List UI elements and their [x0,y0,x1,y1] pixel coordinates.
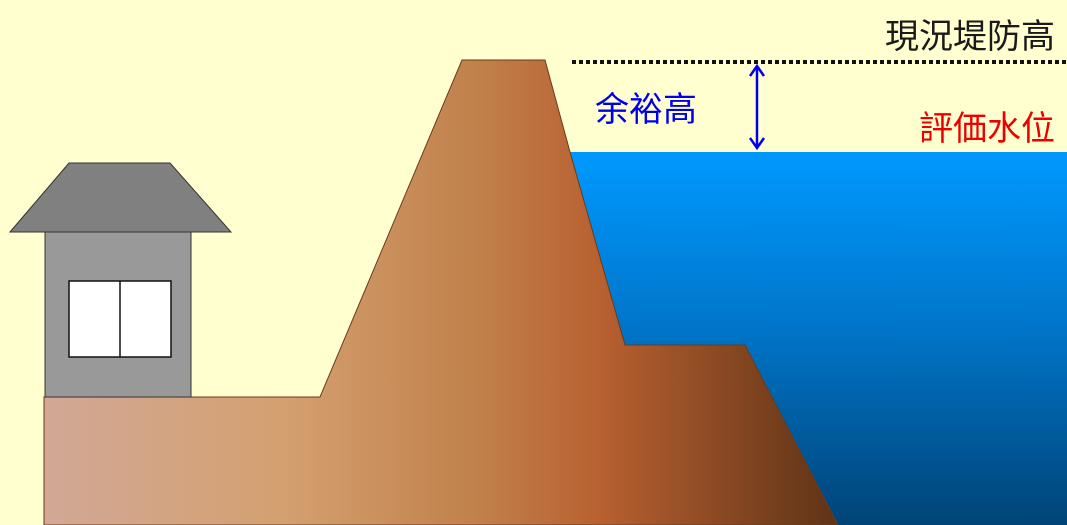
house-icon [8,162,233,398]
freeboard-label: 余裕高 [595,90,697,130]
crest-height-label: 現況堤防高 [885,17,1055,57]
water-level-label: 評価水位 [919,109,1055,149]
levee-embankment [43,59,839,525]
river-water [570,152,1067,525]
house-roof [8,162,233,233]
double-arrow-icon [748,63,766,151]
